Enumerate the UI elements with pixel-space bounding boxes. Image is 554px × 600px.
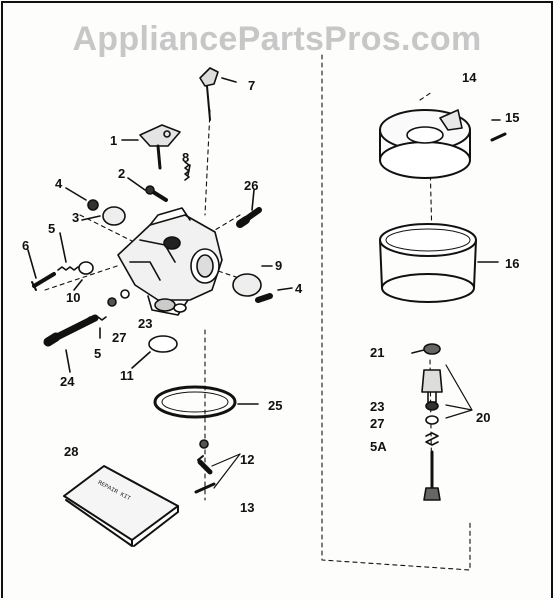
part-24-needle — [43, 314, 99, 347]
part-1-bracket — [139, 124, 181, 170]
part-21-grommet — [423, 343, 441, 355]
label-2: 2 — [118, 166, 125, 181]
label-4-left: 4 — [55, 176, 63, 191]
part-20-jet — [421, 369, 443, 403]
adjusting-needle-right — [423, 450, 441, 501]
label-21: 21 — [370, 345, 384, 360]
label-7: 7 — [248, 78, 255, 93]
label-26: 26 — [244, 178, 258, 193]
part-23-ring-left — [120, 289, 130, 299]
part-23-oring-right — [425, 401, 439, 411]
part-26-screw — [236, 207, 262, 228]
part-9-diaphragm — [232, 273, 262, 297]
part-14-air-cleaner-cover — [379, 109, 471, 179]
label-3: 3 — [72, 210, 79, 225]
label-27-left: 27 — [112, 330, 126, 345]
label-24: 24 — [60, 374, 75, 389]
label-8: 8 — [182, 150, 189, 165]
label-23-left: 23 — [138, 316, 152, 331]
part-12-bolt — [197, 439, 213, 475]
part-10-gasket — [78, 261, 94, 275]
part-2-screw — [145, 185, 168, 202]
label-5-top: 5 — [48, 221, 55, 236]
part-28-repair-kit — [63, 465, 179, 547]
part-27-washer-right — [425, 415, 439, 425]
label-9: 9 — [275, 258, 282, 273]
part-7-lever — [199, 67, 219, 121]
part-5A-spring — [425, 432, 439, 446]
label-1: 1 — [110, 133, 117, 148]
label-6: 6 — [22, 238, 29, 253]
label-23-right: 23 — [370, 399, 384, 414]
label-27-right: 27 — [370, 416, 384, 431]
part-4-washer-left — [87, 199, 99, 211]
label-15: 15 — [505, 110, 519, 125]
label-5-lower: 5 — [94, 346, 101, 361]
label-13: 13 — [240, 500, 254, 515]
part-labels: 1 2 3 4 4 5 5 6 7 8 9 10 11 12 13 14 15 … — [22, 70, 519, 515]
part-13-clip — [194, 482, 216, 494]
label-14: 14 — [462, 70, 477, 85]
label-11: 11 — [120, 368, 134, 383]
label-25: 25 — [268, 398, 282, 413]
label-5A: 5A — [370, 439, 387, 454]
part-5-spring-top — [57, 266, 83, 271]
label-4-right: 4 — [295, 281, 303, 296]
part-6-screw — [31, 272, 56, 291]
part-16-filter-element — [379, 223, 477, 303]
label-16: 16 — [505, 256, 519, 271]
carburetor-body — [117, 207, 223, 316]
part-4-screw-right — [255, 293, 273, 303]
label-20: 20 — [476, 410, 490, 425]
watermark: AppliancePartsPros.com — [72, 20, 482, 58]
label-28: 28 — [64, 444, 78, 459]
part-11-gasket — [148, 335, 178, 353]
label-10: 10 — [66, 290, 80, 305]
label-12: 12 — [240, 452, 254, 467]
part-15-screw — [490, 132, 507, 142]
part-27-washer-left — [107, 297, 117, 307]
part-25-gasket-ring — [153, 385, 237, 419]
part-3-disc — [102, 206, 126, 226]
